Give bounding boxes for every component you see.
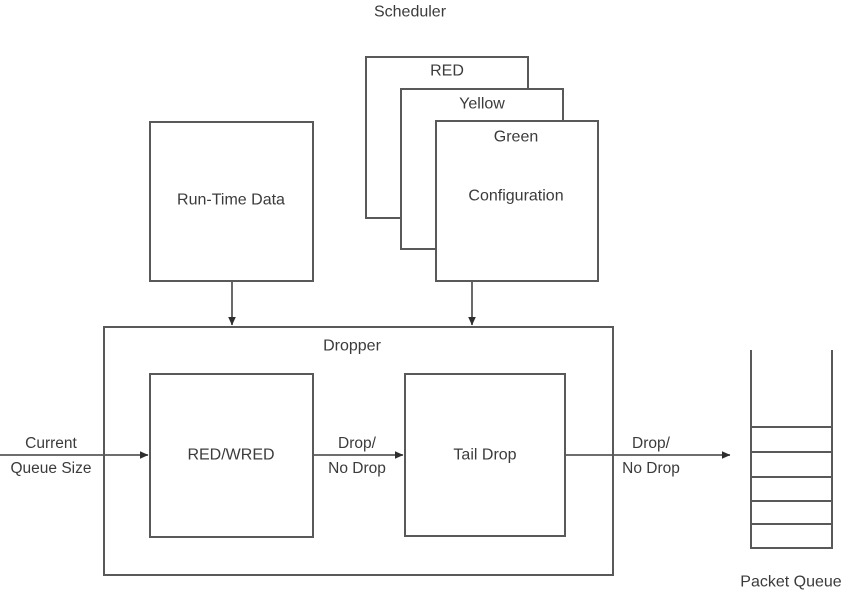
mid-label-line2: No Drop: [328, 459, 386, 477]
tail-drop-shape: [404, 373, 566, 537]
run-time-data-label: Run-Time Data: [177, 191, 285, 209]
run-time-data-shape: [149, 121, 314, 282]
input-label-line2: Queue Size: [10, 459, 92, 477]
red-wred-shape: [149, 373, 314, 538]
config-card-yellow-label: Yellow: [459, 95, 505, 113]
config-card-configuration-label: Configuration: [468, 187, 564, 205]
tail-drop-label: Tail Drop: [453, 446, 517, 464]
input-label-line1: Current: [25, 434, 77, 452]
packet-queue-shape: [750, 350, 833, 549]
scheduler-title: Scheduler: [373, 3, 447, 21]
config-card-red-label: RED: [430, 62, 464, 80]
dropper-title: Dropper: [323, 337, 381, 355]
out-label-line1: Drop/: [632, 434, 670, 452]
config-card-green-shape: [435, 120, 599, 282]
packet-queue-label: Packet Queue: [740, 573, 842, 591]
config-card-green-label: Green: [493, 128, 539, 146]
mid-label-line1: Drop/: [338, 434, 376, 452]
out-label-line2: No Drop: [622, 459, 680, 477]
red-wred-label: RED/WRED: [187, 446, 275, 464]
